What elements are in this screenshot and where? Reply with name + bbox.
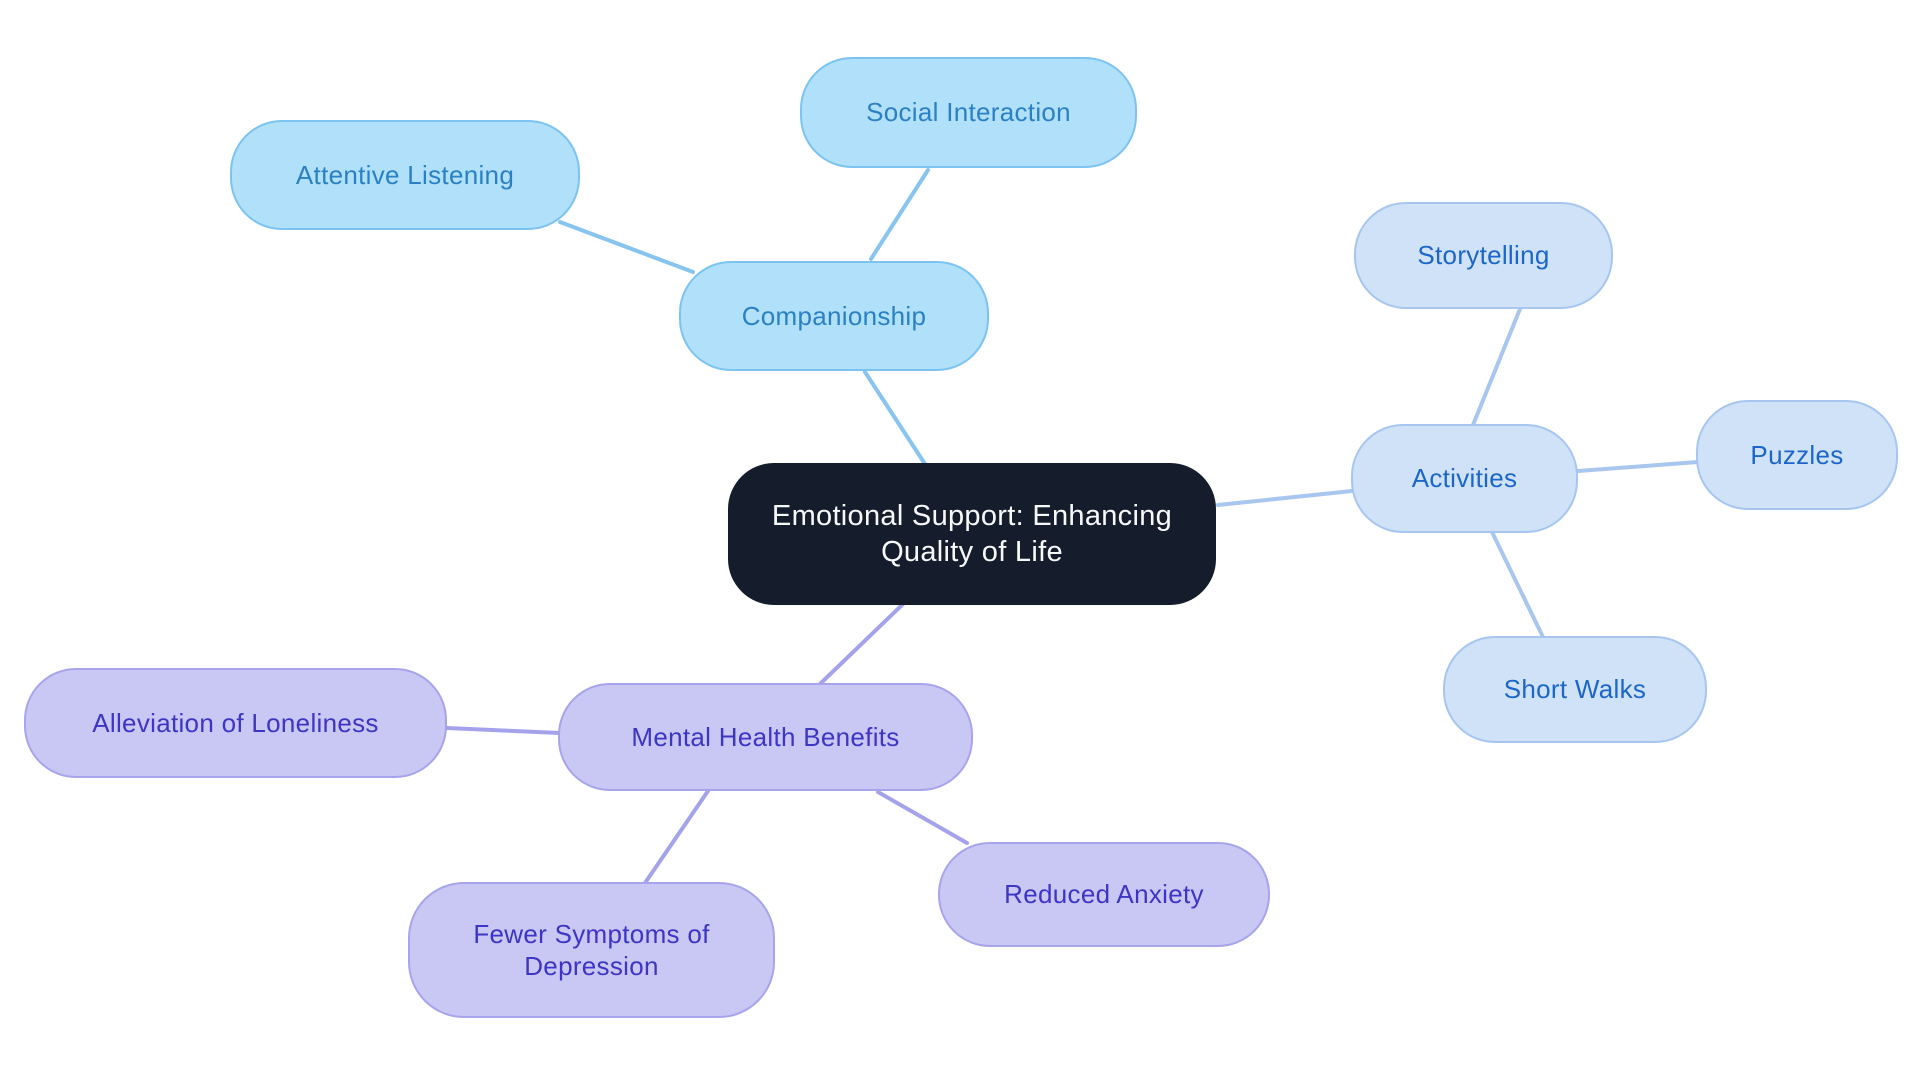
node-storytelling-label: Storytelling xyxy=(1417,240,1550,271)
node-mental-health-benefits[interactable]: Mental Health Benefits xyxy=(558,683,973,791)
node-center-topic-label: Emotional Support: Enhancing Quality of … xyxy=(771,499,1173,568)
node-storytelling[interactable]: Storytelling xyxy=(1354,202,1613,309)
edge-center-activities xyxy=(1216,489,1354,507)
node-mental-health-benefits-label: Mental Health Benefits xyxy=(631,721,900,752)
edge-mhb-reduced-anxiety xyxy=(876,790,969,845)
node-fewer-symptoms-of-depression-label: Fewer Symptoms of Depression xyxy=(473,918,710,982)
node-center-topic[interactable]: Emotional Support: Enhancing Quality of … xyxy=(728,463,1216,605)
node-short-walks-label: Short Walks xyxy=(1503,674,1647,705)
edge-attentive-companionship xyxy=(558,220,695,274)
node-companionship-label: Companionship xyxy=(741,300,927,331)
node-social-interaction[interactable]: Social Interaction xyxy=(800,57,1137,168)
node-fewer-symptoms-of-depression[interactable]: Fewer Symptoms of Depression xyxy=(408,882,775,1018)
edge-mhb-fewer-symptoms xyxy=(643,789,710,885)
edge-social-companionship xyxy=(869,168,930,261)
node-short-walks[interactable]: Short Walks xyxy=(1443,636,1707,743)
node-reduced-anxiety-label: Reduced Anxiety xyxy=(1004,879,1204,910)
node-alleviation-of-loneliness[interactable]: Alleviation of Loneliness xyxy=(24,668,447,778)
node-activities[interactable]: Activities xyxy=(1351,424,1578,533)
node-reduced-anxiety[interactable]: Reduced Anxiety xyxy=(938,842,1270,947)
node-social-interaction-label: Social Interaction xyxy=(866,97,1071,128)
edge-center-mental-health xyxy=(818,602,905,686)
node-attentive-listening-label: Attentive Listening xyxy=(295,159,515,190)
node-puzzles[interactable]: Puzzles xyxy=(1696,400,1898,510)
edge-activities-puzzles xyxy=(1576,460,1700,473)
edge-storytelling-activities xyxy=(1471,307,1522,427)
node-activities-label: Activities xyxy=(1411,463,1518,494)
node-companionship[interactable]: Companionship xyxy=(679,261,989,371)
edge-mhb-alleviation xyxy=(445,726,562,735)
edge-companionship-center xyxy=(863,370,927,466)
node-alleviation-of-loneliness-label: Alleviation of Loneliness xyxy=(92,707,379,738)
node-puzzles-label: Puzzles xyxy=(1750,439,1844,470)
node-attentive-listening[interactable]: Attentive Listening xyxy=(230,120,580,230)
edge-activities-short-walks xyxy=(1490,530,1545,639)
